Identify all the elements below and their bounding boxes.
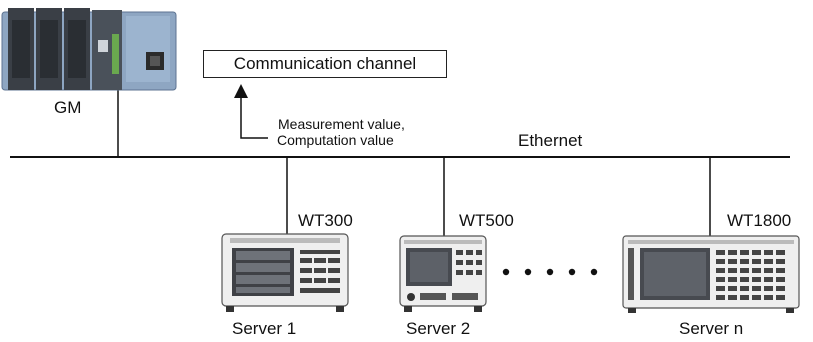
wt1800-device-image [622, 235, 800, 313]
wt1800-model-label: WT1800 [727, 211, 792, 230]
gm-label: GM [54, 98, 82, 117]
data-flow-arrow [234, 84, 268, 139]
gm-device-image [1, 8, 177, 91]
wt300-model-label: WT300 [298, 211, 353, 230]
servern-label: Server n [679, 319, 744, 338]
data-note-line2: Computation value [277, 132, 394, 148]
wt500-device-image [399, 235, 487, 312]
ethernet-label: Ethernet [518, 131, 583, 150]
communication-channel-box: Communication channel [203, 50, 447, 78]
wt500-model-label: WT500 [459, 211, 514, 230]
data-note-line1: Measurement value, [278, 116, 405, 132]
communication-channel-label: Communication channel [233, 54, 417, 73]
server2-label: Server 2 [406, 319, 471, 338]
more-servers-ellipsis [502, 268, 598, 276]
server1-label: Server 1 [232, 319, 297, 338]
wt300-device-image [221, 233, 349, 312]
